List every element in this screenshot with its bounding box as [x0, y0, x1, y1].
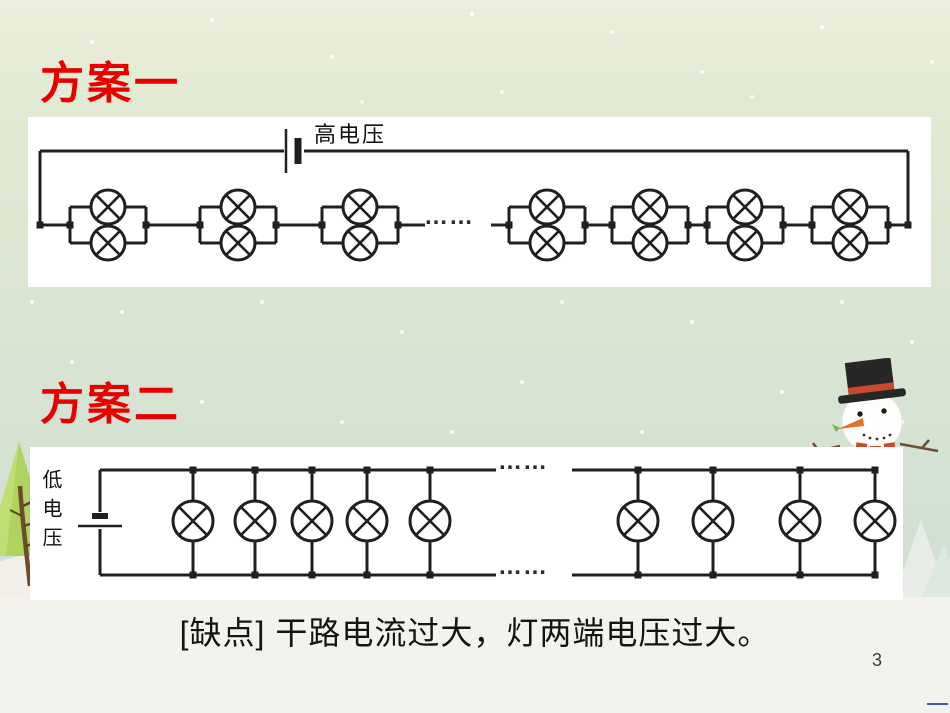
junction-node — [871, 466, 879, 474]
lamp-cross — [178, 506, 208, 536]
snowman-icon — [805, 358, 939, 456]
junction-node — [709, 466, 717, 474]
corner-link-underline — [927, 703, 948, 705]
lamp-cross — [698, 506, 728, 536]
scheme1-battery-label: 高电压 — [314, 122, 387, 147]
lamp-cross — [347, 230, 373, 256]
junction-node — [189, 571, 197, 579]
lamp-cross — [240, 506, 270, 536]
lamp-cross — [860, 506, 890, 536]
lamp-cross — [534, 230, 560, 256]
lamp-cross — [732, 194, 758, 220]
junction-node — [189, 466, 197, 474]
junction-node — [318, 221, 326, 229]
lamp-cross — [732, 230, 758, 256]
junction-node — [308, 466, 316, 474]
junction-node — [871, 571, 879, 579]
scheme1-circuit-diagram — [36, 129, 912, 262]
junction-node — [505, 221, 513, 229]
junction-node — [251, 571, 259, 579]
lamp-cross — [785, 506, 815, 536]
lamp-cross — [352, 506, 382, 536]
lamp-cross — [297, 506, 327, 536]
junction-node — [308, 571, 316, 579]
lamp-cross — [623, 506, 653, 536]
lamp-cross — [637, 194, 663, 220]
junction-node — [796, 571, 804, 579]
scheme2-diagram-panel: 低电压 …… …… — [30, 447, 903, 600]
scheme2-battery-label: 低电压 — [39, 469, 61, 556]
scheme1-title: 方案一 — [40, 59, 181, 108]
junction-node — [808, 221, 816, 229]
lamp-cross — [225, 194, 251, 220]
junction-node — [66, 221, 74, 229]
lamp-cross — [534, 194, 560, 220]
snow-hill-icon — [918, 545, 950, 605]
scheme2-ellipsis-top: …… — [498, 448, 548, 475]
lamp-cross — [347, 194, 373, 220]
page-number: 3 — [872, 650, 883, 670]
junction-node — [709, 571, 717, 579]
scheme1-ellipsis: …… — [424, 203, 474, 230]
junction-node — [426, 571, 434, 579]
junction-node — [363, 571, 371, 579]
junction-node — [363, 466, 371, 474]
junction-node — [634, 466, 642, 474]
lamp-cross — [95, 194, 121, 220]
lamp-cross — [837, 194, 863, 220]
drawback-caption: [缺点] 干路电流过大，灯两端电压过大。 — [179, 615, 771, 651]
scheme1-diagram-panel: 高电压 …… — [28, 117, 931, 287]
junction-node — [796, 466, 804, 474]
lamp-cross — [837, 230, 863, 256]
scheme2-ellipsis-bottom: …… — [498, 553, 548, 580]
lamp-cross — [637, 230, 663, 256]
lamp-cross — [415, 506, 445, 536]
footer-strip — [0, 597, 950, 713]
lamp-cross — [225, 230, 251, 256]
junction-node — [703, 221, 711, 229]
junction-node — [196, 221, 204, 229]
junction-node — [426, 466, 434, 474]
junction-node — [634, 571, 642, 579]
scheme2-title: 方案二 — [40, 380, 181, 429]
lamp-cross — [95, 230, 121, 256]
junction-node — [251, 466, 259, 474]
scheme2-circuit-diagram — [78, 466, 897, 579]
junction-node — [608, 221, 616, 229]
